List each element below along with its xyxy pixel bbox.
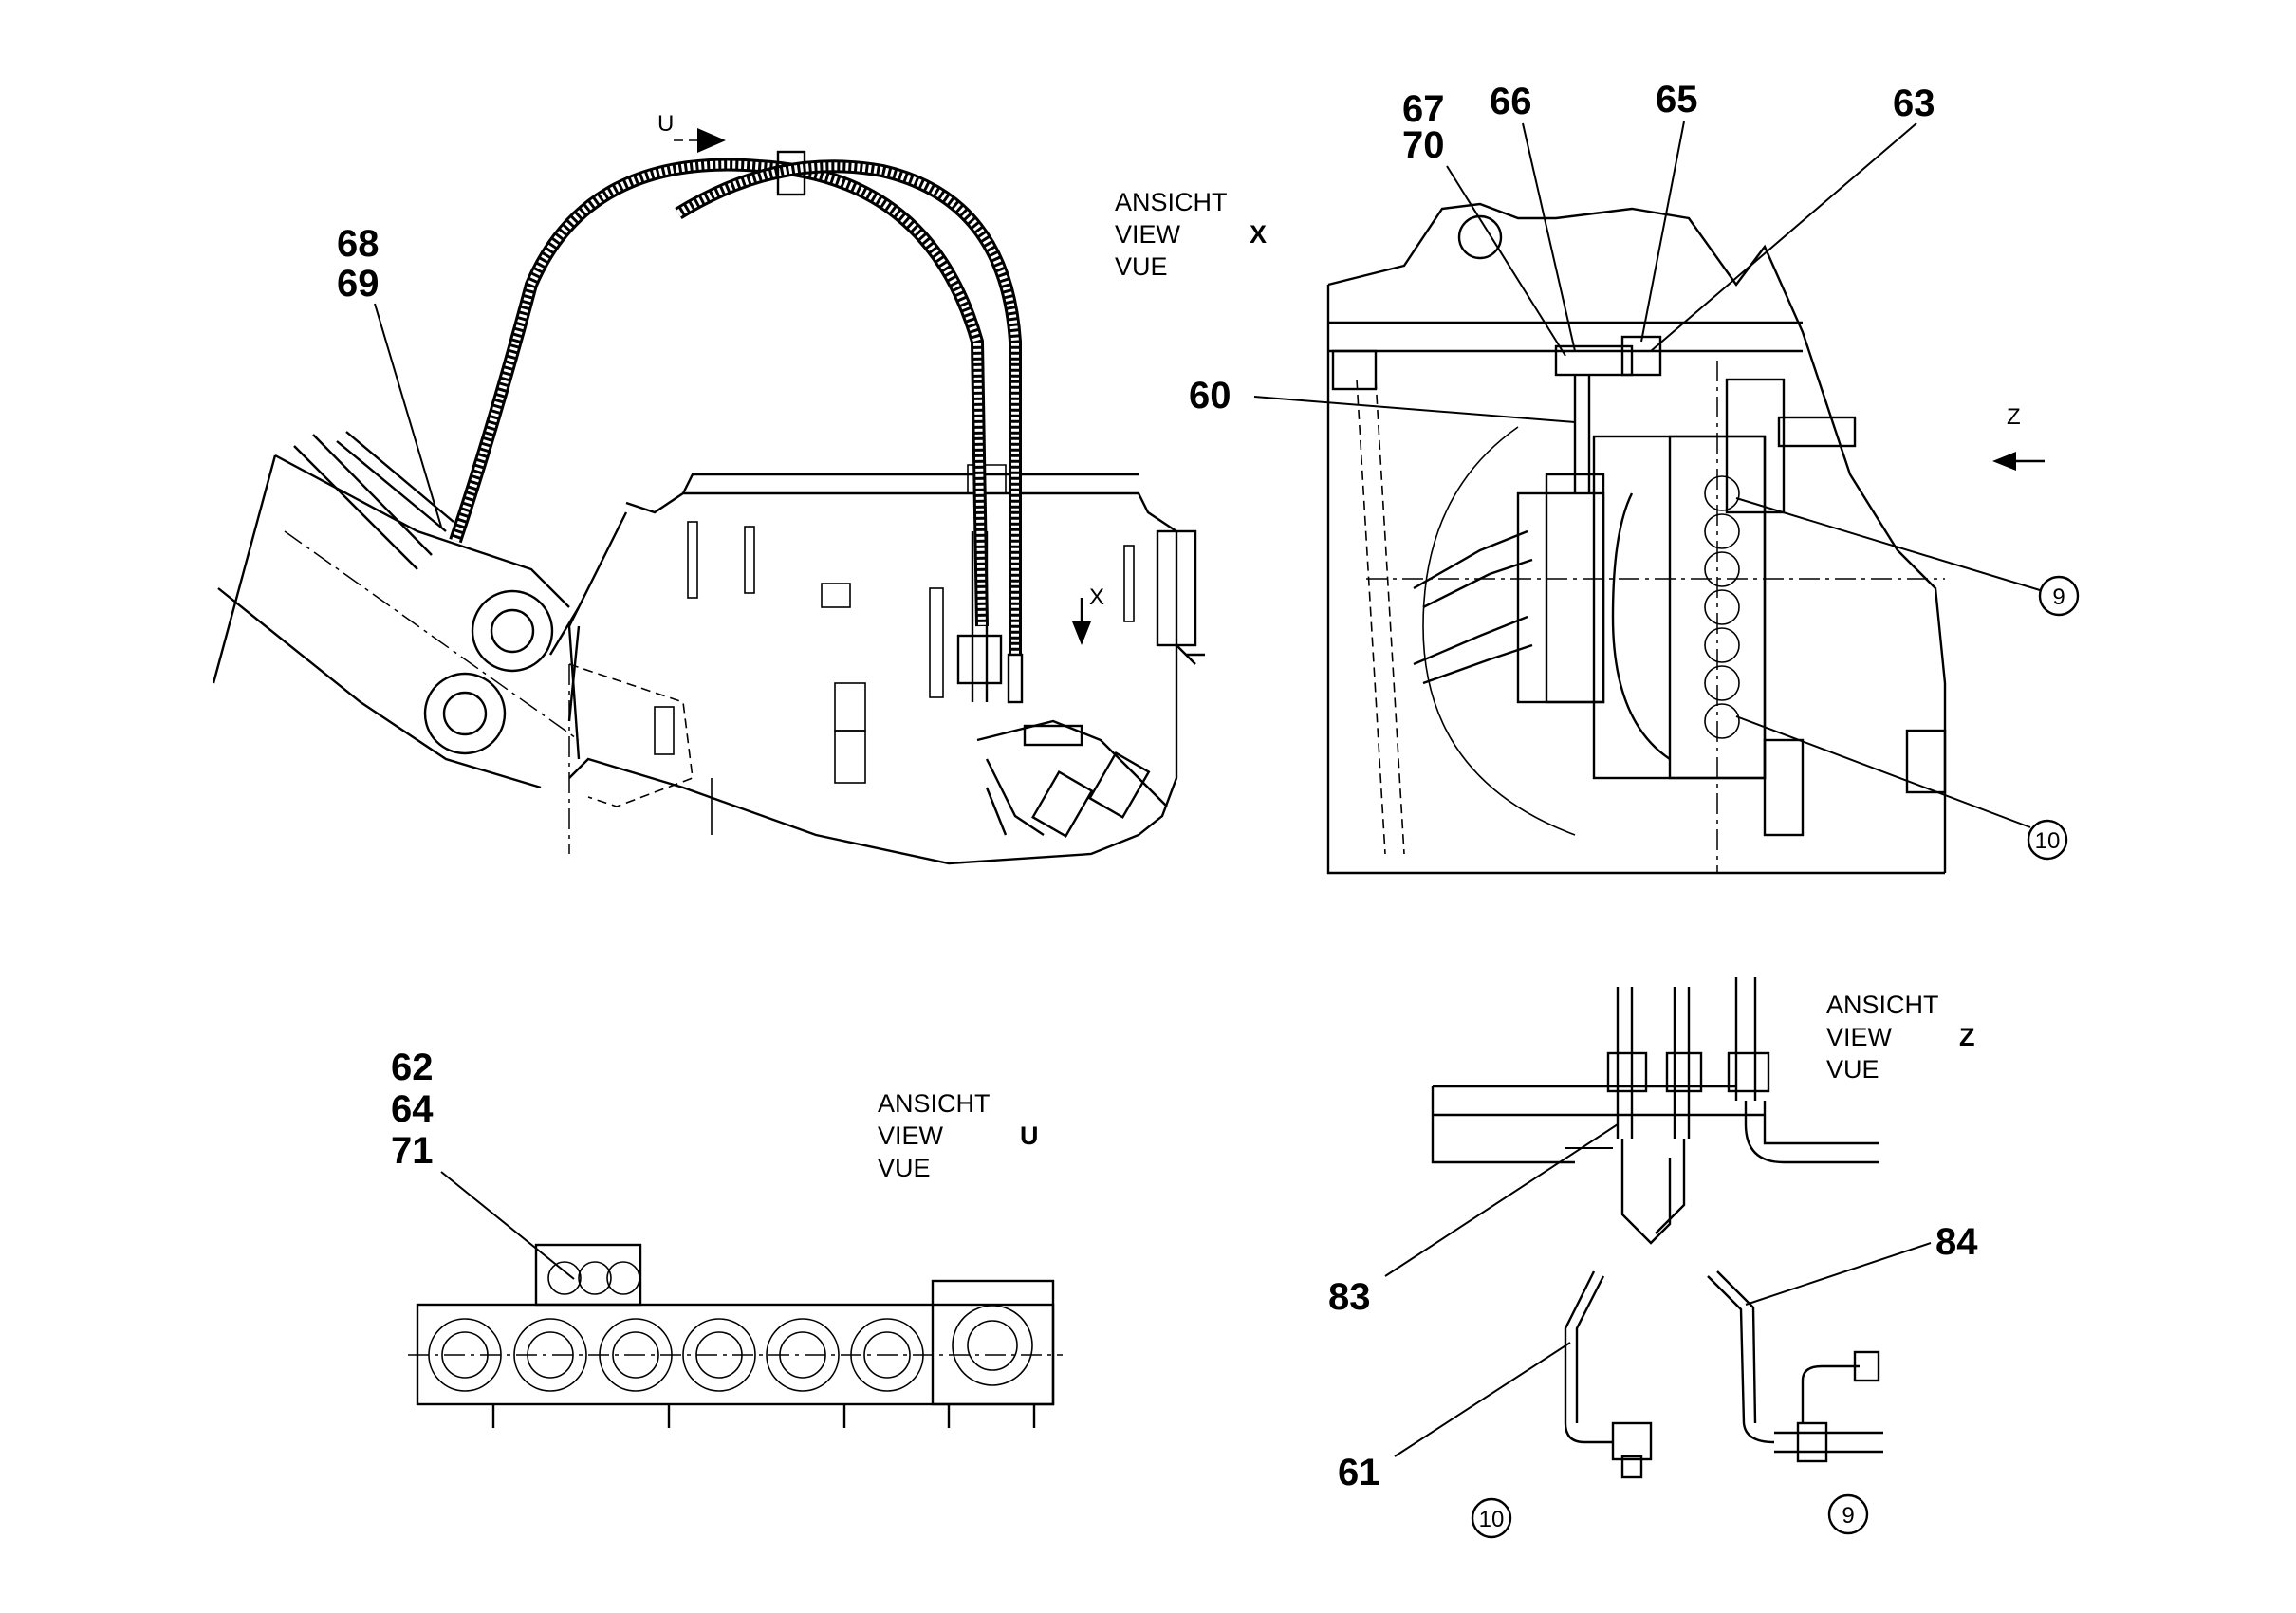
view-u-letter: U (1020, 1122, 1039, 1150)
view-u-line-3: VUE (878, 1154, 931, 1182)
callout-61: 61 (1338, 1452, 1380, 1493)
view-u-label: ANSICHT VIEW VUE U (878, 1089, 1039, 1182)
arrow-x-letter: X (1089, 584, 1104, 610)
view-x-drawing (1326, 202, 1947, 875)
view-x-letter: X (1250, 220, 1267, 249)
circled-9-top-label: 9 (2052, 584, 2065, 610)
view-x-line-3: VUE (1115, 252, 1168, 281)
circled-10-bottom-label: 10 (1479, 1507, 1505, 1532)
circled-9-bottom-label: 9 (1842, 1503, 1854, 1529)
callout-68: 68 (337, 223, 380, 265)
view-x-label: ANSICHT VIEW VUE X (1115, 188, 1267, 281)
view-z-drawing (1431, 977, 1883, 1479)
view-z-line-3: VUE (1826, 1055, 1879, 1084)
arrow-z-letter: Z (2007, 404, 2021, 430)
view-z-line-2: VIEW (1826, 1023, 1893, 1051)
callout-62: 62 (391, 1047, 434, 1088)
circled-9-top: 9 (2038, 575, 2080, 617)
view-z-label: ANSICHT VIEW VUE Z (1826, 991, 1975, 1084)
callout-71: 71 (391, 1130, 434, 1172)
view-u-drawing (408, 1243, 1063, 1428)
callout-60: 60 (1189, 375, 1231, 417)
arrow-x: X (1072, 584, 1104, 645)
callout-69: 69 (337, 263, 380, 305)
arrow-z: Z (1992, 404, 2045, 471)
circled-9-bottom: 9 (1827, 1493, 1869, 1535)
arrow-u-letter: U (657, 111, 674, 137)
circled-10-top-label: 10 (2035, 828, 2061, 854)
callout-66: 66 (1490, 81, 1532, 122)
callout-63: 63 (1893, 83, 1935, 124)
view-x-line-2: VIEW (1115, 220, 1181, 249)
callout-65: 65 (1656, 79, 1698, 121)
view-u-line-1: ANSICHT (878, 1089, 991, 1118)
circled-10-top: 10 (2027, 819, 2068, 861)
view-z-line-1: ANSICHT (1826, 991, 1939, 1019)
side-view (212, 150, 1205, 865)
callout-70: 70 (1402, 124, 1445, 166)
circled-10-bottom: 10 (1471, 1497, 1512, 1539)
view-u-line-2: VIEW (878, 1122, 944, 1150)
callout-83: 83 (1328, 1276, 1371, 1318)
callout-84: 84 (1935, 1221, 1978, 1263)
view-z-letter: Z (1959, 1023, 1975, 1051)
callout-64: 64 (391, 1088, 434, 1130)
view-x-line-1: ANSICHT (1115, 188, 1228, 216)
arrow-u: U (657, 111, 726, 153)
callout-67: 67 (1402, 88, 1445, 130)
